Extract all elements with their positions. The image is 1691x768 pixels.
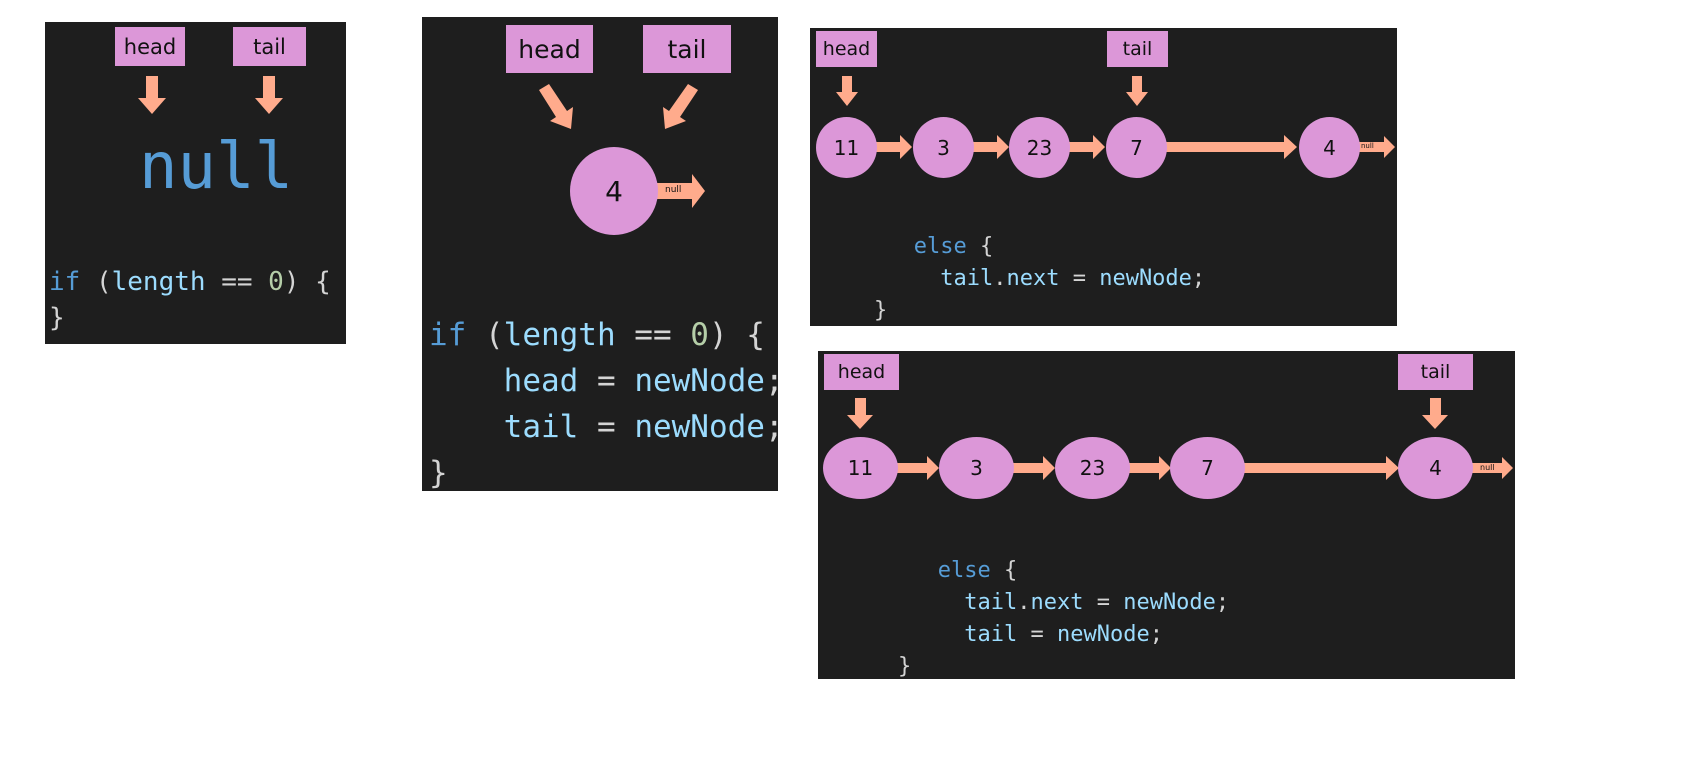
paren-close-brace: ) { bbox=[708, 317, 765, 353]
right-arrow-icon bbox=[897, 456, 939, 480]
list-node: 3 bbox=[939, 437, 1014, 499]
head-label: head bbox=[816, 31, 877, 67]
identifier-newnode: newNode bbox=[634, 363, 765, 399]
identifier-tail: tail bbox=[964, 622, 1018, 647]
right-arrow-icon bbox=[1013, 456, 1055, 480]
brace-close: } bbox=[49, 303, 65, 333]
operator-assign: = bbox=[1017, 622, 1057, 647]
operator-equals: == bbox=[205, 267, 269, 297]
code-block: else { tail.next = newNode; } bbox=[874, 231, 1205, 326]
operator-assign: = bbox=[578, 409, 635, 445]
identifier-newnode: newNode bbox=[634, 409, 765, 445]
identifier-newnode: newNode bbox=[1099, 266, 1192, 291]
tail-label: tail bbox=[1398, 354, 1473, 390]
keyword-if: if bbox=[49, 267, 81, 297]
panel-append-step-2: head tail 11 3 23 7 4 null else { tail.n… bbox=[818, 351, 1515, 679]
list-node: 7 bbox=[1170, 437, 1245, 499]
right-arrow-icon bbox=[1244, 456, 1399, 480]
identifier-length: length bbox=[111, 267, 206, 297]
right-arrow-icon bbox=[973, 135, 1009, 159]
code-block: if (length == 0) { } bbox=[49, 264, 331, 336]
tail-label: tail bbox=[643, 25, 731, 73]
diagonal-arrow-icon bbox=[663, 84, 698, 129]
code-block: if (length == 0) { head = newNode; tail … bbox=[429, 312, 778, 491]
property-next: next bbox=[1030, 590, 1084, 615]
identifier-tail: tail bbox=[503, 409, 579, 445]
list-node: 4 bbox=[570, 147, 658, 235]
tail-label: tail bbox=[1107, 31, 1168, 67]
panel-empty-list: head tail null if (length == 0) { } bbox=[45, 22, 346, 344]
list-node: 4 bbox=[1398, 437, 1473, 499]
right-arrow-icon bbox=[1472, 457, 1513, 479]
identifier-head: head bbox=[503, 363, 579, 399]
right-arrow-icon bbox=[1069, 135, 1105, 159]
right-arrow-icon bbox=[1128, 456, 1171, 480]
identifier-tail: tail bbox=[940, 266, 994, 291]
semicolon: ; bbox=[1215, 590, 1230, 615]
null-tag: null bbox=[665, 185, 682, 195]
identifier-tail: tail bbox=[964, 590, 1018, 615]
operator-assign: = bbox=[1083, 590, 1124, 615]
arrows-layer bbox=[539, 84, 705, 208]
operator-assign: = bbox=[1059, 266, 1100, 291]
dot: . bbox=[993, 266, 1007, 291]
down-arrow-icon bbox=[255, 76, 283, 114]
down-arrow-icon bbox=[847, 398, 873, 429]
operator-assign: = bbox=[578, 363, 635, 399]
null-tag: null bbox=[1480, 463, 1495, 472]
keyword-else: else bbox=[913, 234, 967, 259]
list-node: 23 bbox=[1055, 437, 1130, 499]
list-node: 3 bbox=[913, 117, 974, 178]
head-label: head bbox=[115, 27, 185, 66]
right-arrow-icon bbox=[876, 135, 912, 159]
tail-label: tail bbox=[233, 27, 306, 66]
identifier-length: length bbox=[503, 317, 616, 353]
null-value: null bbox=[139, 130, 294, 204]
null-tag: null bbox=[1361, 142, 1374, 150]
identifier-newnode: newNode bbox=[1056, 622, 1150, 647]
list-node: 11 bbox=[816, 117, 877, 178]
identifier-newnode: newNode bbox=[1123, 590, 1216, 615]
code-block: else { tail.next = newNode; tail = newNo… bbox=[898, 555, 1229, 679]
list-node: 7 bbox=[1106, 117, 1167, 178]
right-arrow-icon bbox=[1359, 136, 1395, 158]
semicolon: ; bbox=[765, 409, 778, 445]
semicolon: ; bbox=[765, 363, 778, 399]
paren-open: ( bbox=[466, 317, 504, 353]
down-arrow-icon bbox=[138, 76, 166, 114]
number-zero: 0 bbox=[268, 267, 284, 297]
head-label: head bbox=[824, 354, 899, 390]
down-arrow-icon bbox=[1422, 398, 1448, 429]
brace-open: { bbox=[990, 558, 1018, 583]
property-next: next bbox=[1006, 266, 1060, 291]
arrows-layer bbox=[847, 398, 1513, 480]
operator-equals: == bbox=[615, 317, 691, 353]
diagonal-arrow-icon bbox=[539, 84, 573, 129]
dot: . bbox=[1017, 590, 1031, 615]
list-node: 11 bbox=[823, 437, 898, 499]
keyword-else: else bbox=[937, 558, 991, 583]
list-node: 4 bbox=[1299, 117, 1360, 178]
paren-close-brace: ) { bbox=[283, 267, 331, 297]
brace-close: } bbox=[874, 298, 888, 323]
brace-close: } bbox=[429, 455, 448, 491]
head-label: head bbox=[506, 25, 593, 73]
down-arrow-icon bbox=[1126, 76, 1148, 106]
semicolon: ; bbox=[1191, 266, 1206, 291]
number-zero: 0 bbox=[690, 317, 709, 353]
panel-append-step-1: head tail 11 3 23 7 4 null else { tail.n… bbox=[810, 28, 1397, 326]
keyword-if: if bbox=[429, 317, 467, 353]
arrows-layer bbox=[836, 76, 1395, 159]
brace-open: { bbox=[966, 234, 994, 259]
right-arrow-icon bbox=[1166, 135, 1297, 159]
down-arrow-icon bbox=[836, 76, 858, 106]
right-arrow-icon bbox=[654, 174, 705, 208]
semicolon: ; bbox=[1149, 622, 1163, 647]
brace-close: } bbox=[898, 654, 912, 679]
panel-first-node: head tail 4 null if (length == 0) { head… bbox=[422, 17, 778, 491]
paren-open: ( bbox=[80, 267, 112, 297]
list-node: 23 bbox=[1009, 117, 1070, 178]
arrows-layer bbox=[138, 76, 283, 114]
